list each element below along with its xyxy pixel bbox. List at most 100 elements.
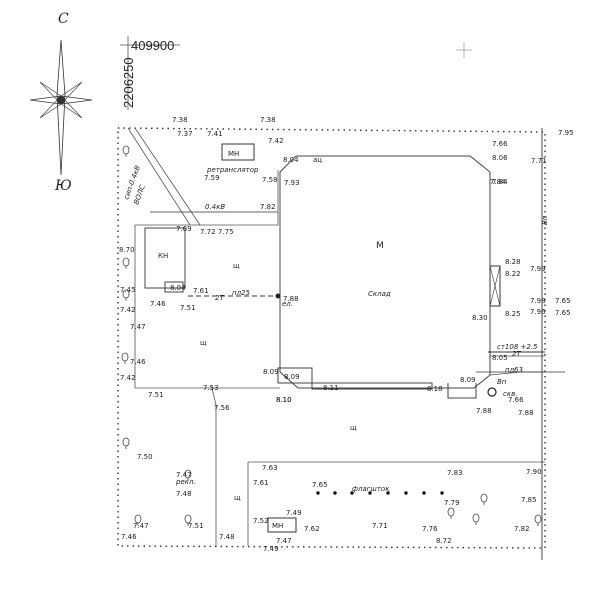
elevation-mark: 7.65 <box>555 309 571 317</box>
elevation-mark: 7.47 <box>176 471 192 479</box>
elevation-mark: 8.09 <box>284 373 300 381</box>
elevation-mark: 7.49 <box>263 545 279 553</box>
elevation-mark: 8.18 <box>427 385 443 393</box>
tree-layer <box>121 145 542 526</box>
elevation-mark: 7.63 <box>262 464 278 472</box>
elevation-mark: 7.51 <box>180 304 196 312</box>
surface-mark-5: ац <box>313 156 322 164</box>
elevation-mark: 8.06 <box>492 154 508 162</box>
south-label: Ю <box>54 178 72 194</box>
two-t-b-label: 2Т <box>512 350 521 358</box>
elevation-mark: 7.47 <box>276 537 292 545</box>
rekl-label: рекл. <box>175 478 196 486</box>
elevation-mark: 7.79 <box>444 499 460 507</box>
elevation-mark: 7.65 <box>312 481 328 489</box>
elevation-mark: 7.61 <box>253 479 269 487</box>
elevation-mark: 8.10 <box>276 396 292 404</box>
elevation-mark: 7.71 <box>531 157 547 165</box>
surface-mark-1: щ <box>233 262 240 270</box>
elevation-mark: 7.61 <box>193 287 209 295</box>
elevation-mark: 8.22 <box>505 270 521 278</box>
elevation-mark: 7.38 <box>172 116 188 124</box>
elevation-mark: 8.72 <box>436 537 452 545</box>
transformer-label: МН <box>228 150 239 158</box>
elevation-mark: 7.41 <box>207 130 223 138</box>
elevation-mark: 8.11 <box>323 384 339 392</box>
elevation-mark: 7.71 <box>372 522 388 530</box>
elevation-mark: 7.58 <box>262 176 278 184</box>
elevation-mark: 7.37 <box>177 130 193 138</box>
flagpole-label: флагшток <box>352 485 390 493</box>
elevation-mark: 7.53 <box>203 384 219 392</box>
elevation-mark: 7.84 <box>492 178 508 186</box>
tree-icon <box>122 145 130 157</box>
elevation-mark: 7.82 <box>260 203 276 211</box>
elevation-mark: 7.46 <box>150 300 166 308</box>
tree-icon <box>472 513 480 525</box>
warehouse-m-label: М <box>376 241 384 251</box>
grid-x-coord: 409900 <box>131 38 174 53</box>
elevation-mark: 7.96 <box>530 308 546 316</box>
elevation-mark: 7.42 <box>120 374 136 382</box>
elevation-mark: 7.47 <box>130 323 146 331</box>
elevation-mark: 7.69 <box>176 225 192 233</box>
elevation-mark: 7.51 <box>188 522 204 530</box>
pipe-63-label: пл63 <box>505 366 523 374</box>
well-icon <box>487 387 497 397</box>
elevation-mark: 7.90 <box>526 468 542 476</box>
elevation-mark: 7.88 <box>283 295 299 303</box>
site-boundary <box>117 127 546 549</box>
elevation-mark: 8.04 <box>283 156 299 164</box>
elevation-mark: 7.47 <box>133 522 149 530</box>
elevation-mark: 8.09 <box>460 376 476 384</box>
elevation-mark: 7.42 <box>120 306 136 314</box>
tree-icon <box>447 507 455 519</box>
hatched-element <box>489 265 501 307</box>
transformer-top <box>221 143 255 161</box>
warehouse-label: Склад <box>368 290 391 298</box>
elevation-mark: 7.45 <box>120 286 136 294</box>
elevation-mark: 8.30 <box>472 314 488 322</box>
surface-mark-2: щ <box>200 339 207 347</box>
grid-y-coord: 2206250 <box>121 57 136 108</box>
tree-icon <box>122 289 130 301</box>
warehouse-building <box>277 155 491 399</box>
elevation-mark: 7.52 <box>253 517 269 525</box>
elevation-mark: 7.65 <box>555 297 571 305</box>
elevation-mark: 7.42 <box>268 137 284 145</box>
elevation-mark: 7.48 <box>176 490 192 498</box>
elevation-mark: 7.76 <box>422 525 438 533</box>
elevation-mark: 8.05 <box>492 354 508 362</box>
surface-mark-4: щ <box>234 494 241 502</box>
elevation-mark: 7.99 <box>530 265 546 273</box>
elevation-mark: 7.62 <box>304 525 320 533</box>
elevation-mark: 7.46 <box>121 533 137 541</box>
tree-icon <box>480 493 488 505</box>
elevation-mark: 7.75 <box>218 228 234 236</box>
elevation-mark: 8.28 <box>505 258 521 266</box>
tree-icon <box>122 437 130 449</box>
tree-icon <box>122 257 130 269</box>
elevation-mark: 7.84 <box>490 178 506 186</box>
pipe-stl-label: ст108 +2.5 <box>497 343 538 351</box>
elevation-mark: 7.49 <box>286 509 302 517</box>
tree-icon <box>534 514 542 526</box>
elevation-mark: 8.04 <box>170 284 186 292</box>
elevation-mark: 7.56 <box>214 404 230 412</box>
elevation-mark: 7.85 <box>521 496 537 504</box>
transformer-caption: ретранслятор <box>206 166 259 174</box>
elevation-mark: 7.66 <box>492 140 508 148</box>
elevation-mark: 7.95 <box>558 129 574 137</box>
tree-icon <box>121 352 129 364</box>
elevation-mark: 7.59 <box>204 174 220 182</box>
kn-label: КН <box>158 252 168 260</box>
tree-icon <box>184 469 192 481</box>
flagpole-row <box>316 491 444 495</box>
tree-icon <box>184 514 192 526</box>
compass-needle-icon <box>56 39 66 176</box>
elevation-mark: 7.88 <box>476 407 492 415</box>
vp-b-label: Вп <box>541 215 549 225</box>
elevation-mark: 8.10 <box>276 396 292 404</box>
